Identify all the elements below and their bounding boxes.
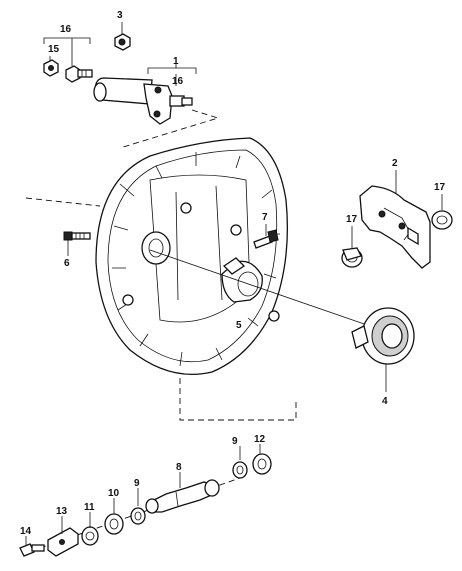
callout-17-right: 17 bbox=[434, 182, 446, 193]
callout-7: 7 bbox=[262, 212, 268, 223]
callout-14: 14 bbox=[20, 526, 32, 537]
bush-17-left-part bbox=[341, 247, 363, 268]
callout-16-left: 16 bbox=[60, 24, 72, 35]
nut-part bbox=[114, 33, 131, 51]
callout-17-left: 17 bbox=[346, 214, 358, 225]
screw-6-part bbox=[63, 231, 91, 241]
bush-11-part bbox=[81, 526, 99, 546]
callout-12: 12 bbox=[254, 434, 266, 445]
plate-13-part bbox=[47, 527, 79, 557]
callout-5: 5 bbox=[236, 320, 242, 331]
bush-12-part bbox=[252, 453, 272, 475]
seal-9-upper-part bbox=[232, 461, 248, 479]
screw-14-part bbox=[19, 543, 45, 557]
callout-9-lower: 9 bbox=[134, 478, 140, 489]
callout-3: 3 bbox=[117, 10, 123, 21]
axis-line bbox=[149, 249, 371, 327]
slave-cylinder-part bbox=[93, 77, 193, 125]
callout-15: 15 bbox=[48, 44, 60, 55]
callout-1: 1 bbox=[173, 56, 179, 67]
callout-10: 10 bbox=[108, 488, 120, 499]
slave-cylinder-group bbox=[43, 22, 220, 149]
hydraulic-fitting-part bbox=[65, 65, 93, 83]
callout-4: 4 bbox=[382, 396, 388, 407]
release-fork-part bbox=[359, 185, 431, 269]
bracket-1 bbox=[147, 67, 197, 74]
bush-10-part bbox=[104, 513, 124, 535]
seal-9-lower-part bbox=[130, 507, 146, 525]
callout-9-upper: 9 bbox=[232, 436, 238, 447]
callout-2: 2 bbox=[392, 158, 398, 169]
release-bearing-part bbox=[351, 307, 415, 365]
callout-11: 11 bbox=[84, 502, 95, 513]
callout-6: 6 bbox=[64, 258, 70, 269]
clutch-housing-part bbox=[95, 137, 288, 375]
bleed-nipple-part bbox=[43, 59, 59, 77]
screw-7-part bbox=[253, 229, 279, 249]
bush-17-right-part bbox=[431, 210, 453, 230]
shaft-part bbox=[145, 479, 220, 514]
callout-8: 8 bbox=[176, 462, 182, 473]
callout-labels: 3 16 15 1 16 2 17 17 7 6 5 4 8 9 12 9 10… bbox=[20, 10, 446, 537]
bracket-16 bbox=[43, 37, 91, 44]
callout-16-right: 16 bbox=[172, 76, 184, 87]
callout-13: 13 bbox=[56, 506, 68, 517]
